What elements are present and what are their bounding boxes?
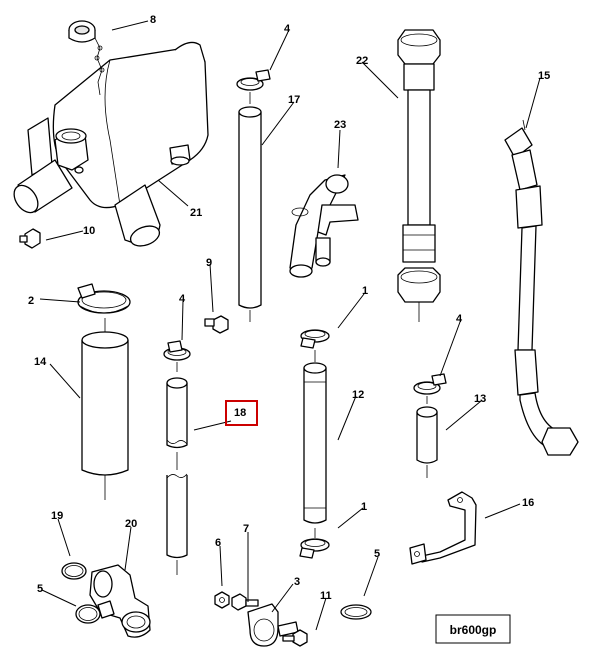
label-1-lower: 1: [361, 501, 367, 513]
part-8-cap: [68, 20, 105, 96]
label-13: 13: [474, 393, 486, 405]
label-22: 22: [356, 55, 368, 67]
label-11: 11: [320, 590, 332, 602]
label-5-left: 5: [37, 583, 43, 595]
leader-lines: [39, 20, 541, 631]
label-10: 10: [83, 225, 95, 237]
part-17-pipe: [238, 106, 262, 322]
part-4-clamp-left: [163, 340, 191, 372]
label-9: 9: [206, 257, 212, 269]
part-11-bolt: [282, 629, 308, 647]
part-6-nut: [214, 591, 230, 609]
part-13-short-tube: [416, 406, 438, 478]
part-2-clamp: [77, 283, 131, 314]
part-15-braided-line: [504, 119, 579, 456]
part-10-bolt: [19, 228, 41, 249]
label-4-left: 4: [179, 293, 186, 305]
part-16-bracket: [409, 491, 477, 565]
label-5-right: 5: [374, 548, 380, 560]
part-21-airbox: [13, 41, 209, 247]
part-5-o-ring-right: [340, 604, 372, 620]
label-6: 6: [215, 537, 221, 549]
part-18-hose: [166, 377, 188, 575]
label-14: 14: [34, 356, 47, 368]
part-7-bolt: [231, 593, 259, 611]
highlight-box-18: [225, 400, 258, 426]
part-20-elbow-fitting: [89, 564, 151, 638]
label-2: 2: [28, 295, 34, 307]
label-8: 8: [150, 14, 156, 26]
label-4-top: 4: [284, 23, 291, 35]
part-9-bolt: [204, 315, 229, 334]
label-17: 17: [288, 94, 300, 106]
part-14-large-tube: [81, 318, 129, 500]
label-7: 7: [243, 523, 249, 535]
part-3-clamp-bracket: [247, 603, 299, 647]
label-1-upper: 1: [362, 285, 368, 297]
part-1-clamp-lower: [299, 528, 330, 559]
label-3: 3: [294, 576, 300, 588]
label-19: 19: [51, 510, 63, 522]
label-18: 18: [234, 407, 246, 419]
label-20: 20: [125, 518, 137, 530]
part-23-elbow-fitting: [289, 174, 359, 278]
part-5-o-ring-left: [75, 604, 101, 624]
label-4-right: 4: [456, 313, 463, 325]
part-19-o-ring: [61, 562, 87, 580]
label-12: 12: [352, 389, 364, 401]
callout-labels: 8 4 22 15 17 23 21 10 9 2 1 4 14 4 12 13…: [28, 14, 550, 602]
diagram-code: br600gp: [450, 623, 497, 637]
part-22-hose-assembly: [397, 29, 441, 322]
label-15: 15: [538, 70, 550, 82]
part-4-clamp-top: [236, 69, 271, 104]
diagram-code-box: br600gp: [435, 614, 511, 644]
label-23: 23: [334, 119, 346, 131]
part-1-clamp-upper: [300, 329, 330, 362]
label-21: 21: [190, 207, 202, 219]
label-16: 16: [522, 497, 534, 509]
part-4-clamp-right: [413, 373, 447, 404]
part-12-tube: [303, 362, 327, 524]
